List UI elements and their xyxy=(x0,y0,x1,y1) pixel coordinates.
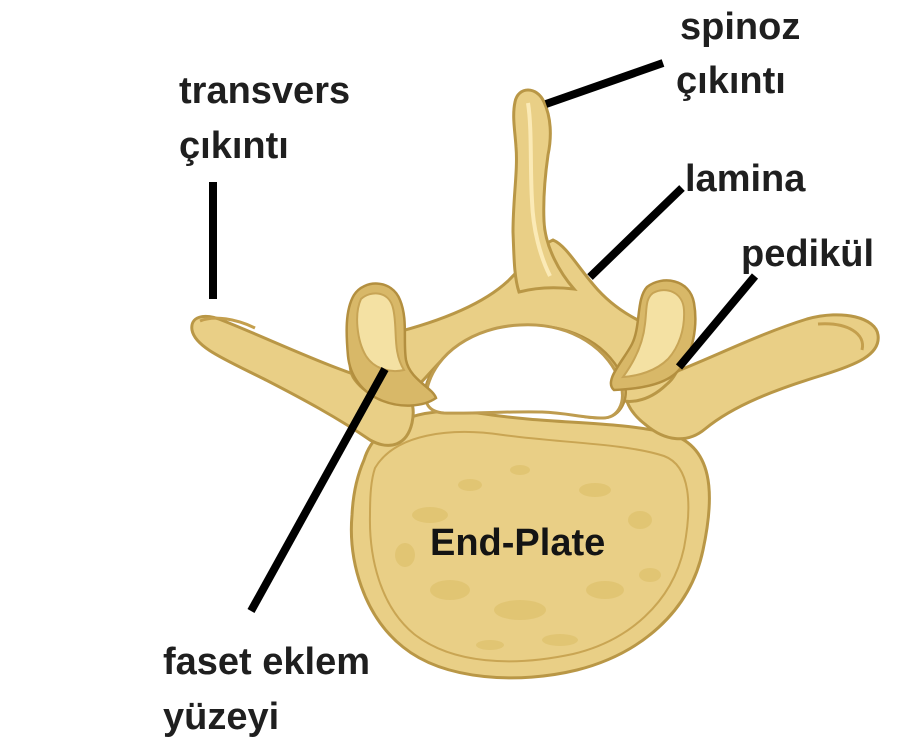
label-facet-joint-surface-line-2: yüzeyi xyxy=(163,696,279,738)
label-end-plate: End-Plate xyxy=(430,522,605,564)
label-spinous-process-line-1: spinoz xyxy=(680,6,800,48)
label-transverse-process-line-1: transvers xyxy=(179,70,350,112)
label-pedicle: pedikül xyxy=(741,233,874,275)
label-spinous-process-line-2: çıkıntı xyxy=(676,60,786,102)
label-transverse-process-line-2: çıkıntı xyxy=(179,125,289,167)
leader-lamina xyxy=(590,188,682,277)
label-lamina: lamina xyxy=(685,158,806,200)
leader-spinous-process xyxy=(546,63,663,104)
label-facet-joint-surface-line-1: faset eklem xyxy=(163,641,370,683)
